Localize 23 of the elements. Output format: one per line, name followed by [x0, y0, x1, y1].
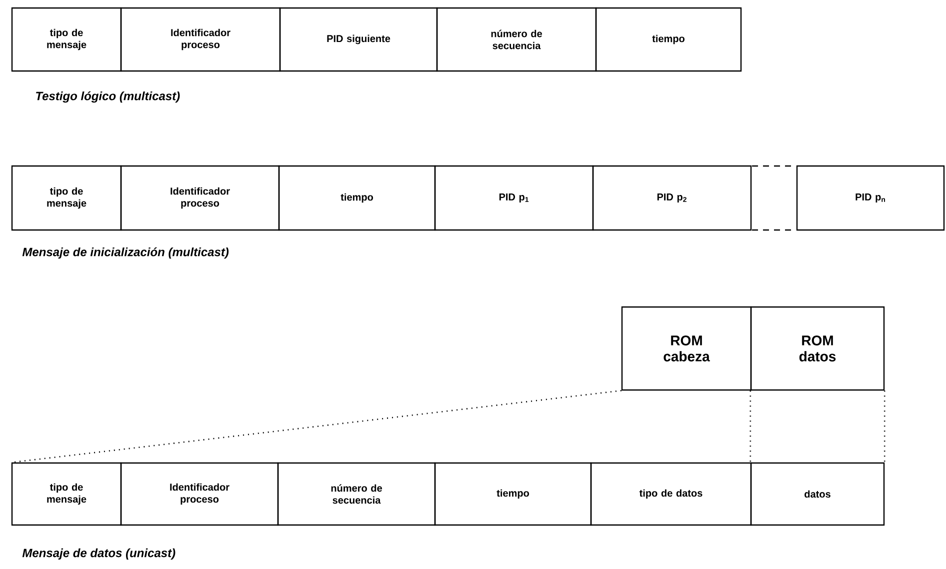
field-cell: PID p$_{2}$: [592, 165, 752, 231]
field-cell: Identificador proceso: [120, 165, 280, 231]
field-cell: tiempo: [278, 165, 436, 231]
field-cell: ROM datos: [750, 306, 885, 391]
field-cell: PID p$_{n}$: [796, 165, 945, 231]
field-cell: ROM cabeza: [621, 306, 752, 391]
field-cell: tiempo: [595, 7, 742, 72]
field-cell: tipo de mensaje: [11, 462, 122, 526]
field-cell: tipo de datos: [590, 462, 752, 526]
field-cell: número de secuencia: [436, 7, 597, 72]
field-cell: Identificador proceso: [120, 7, 281, 72]
field-cell: datos: [750, 462, 885, 526]
caption: Testigo lógico (multicast): [36, 91, 180, 103]
field-cell: Identificador proceso: [120, 462, 279, 526]
field-cell: tipo de mensaje: [11, 165, 122, 231]
field-cell: PID siguiente: [279, 7, 438, 72]
caption: Mensaje de datos (unicast): [22, 548, 176, 560]
field-cell: tipo de mensaje: [11, 7, 122, 72]
field-cell: tiempo: [434, 462, 592, 526]
field-cell: PID p$_{1}$: [434, 165, 594, 231]
projection-line: [750, 390, 886, 464]
field-cell: número de secuencia: [277, 462, 436, 526]
caption: Mensaje de inicialización (multicast): [22, 247, 229, 259]
